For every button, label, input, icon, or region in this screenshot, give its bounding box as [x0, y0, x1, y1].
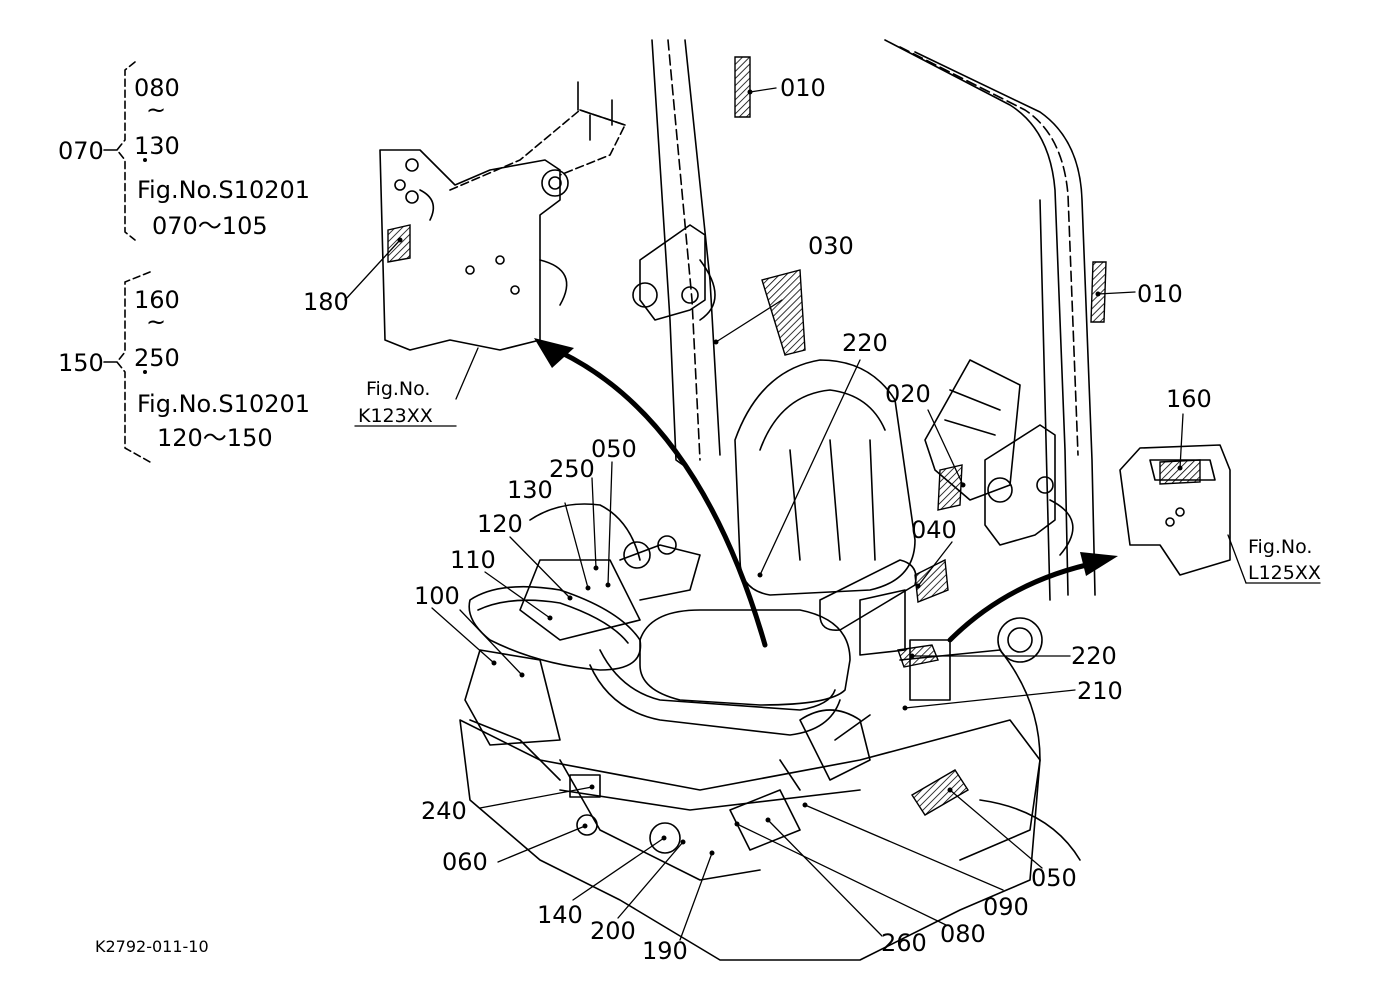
- callout-080: 080: [940, 920, 986, 948]
- callout-190: 190: [642, 937, 688, 965]
- callout-240: 240: [421, 797, 467, 825]
- callout-010-top: 010: [780, 74, 826, 102]
- group-070-tilde: ~: [146, 96, 167, 124]
- callout-130: 130: [507, 476, 553, 504]
- group-150-number: 150: [58, 349, 104, 377]
- group-070-bracket: [103, 61, 136, 241]
- drawing-code: K2792-011-10: [95, 937, 209, 956]
- decal-010-top: [734, 56, 751, 118]
- fig-ref-l125-line2: L125XX: [1248, 562, 1321, 584]
- callout-010-right: 010: [1137, 280, 1183, 308]
- group-070-number: 070: [58, 137, 104, 165]
- decal-shapes: [387, 56, 1201, 816]
- decal-180: [387, 224, 411, 263]
- decal-020: [937, 464, 963, 511]
- callout-060: 060: [442, 848, 488, 876]
- right-fender: [799, 617, 1043, 861]
- callout-110: 110: [450, 546, 496, 574]
- arrow-to-k123: [557, 349, 768, 648]
- callout-260: 260: [881, 929, 927, 957]
- group-070-ref-fig: Fig.No.S10201: [137, 176, 311, 204]
- arrowhead-l125: [1080, 552, 1118, 576]
- callout-090: 090: [983, 893, 1029, 921]
- group-150-ref-fig: Fig.No.S10201: [137, 390, 311, 418]
- group-150-from: 160: [134, 286, 180, 314]
- fig-ref-l125-line1: Fig.No.: [1248, 536, 1313, 558]
- group-150-ref-range: 120～150: [157, 424, 273, 452]
- callout-050-right: 050: [1031, 864, 1077, 892]
- callout-180: 180: [303, 288, 349, 316]
- fender-bracket-assembly: [379, 81, 626, 351]
- callout-210: 210: [1077, 677, 1123, 705]
- callout-120: 120: [477, 510, 523, 538]
- fig-ref-k123-line2: K123XX: [358, 405, 433, 427]
- group-150-to: 250: [134, 344, 180, 372]
- seat-bracket: [924, 359, 1021, 501]
- callout-100: 100: [414, 582, 460, 610]
- callout-220-top: 220: [842, 329, 888, 357]
- decal-050-right: [911, 769, 969, 816]
- rops-frame: [632, 39, 1096, 601]
- callout-140: 140: [537, 901, 583, 929]
- group-150-bracket: [103, 271, 151, 463]
- callout-030: 030: [808, 232, 854, 260]
- callout-160: 160: [1166, 385, 1212, 413]
- group-150-tilde: ~: [146, 308, 167, 336]
- callout-250: 250: [549, 455, 595, 483]
- platform: [459, 719, 1081, 961]
- callout-040: 040: [911, 516, 957, 544]
- leader-dots: [143, 89, 1183, 856]
- decal-040: [914, 558, 949, 603]
- decal-030: [761, 269, 806, 356]
- group-070-from: 080: [134, 74, 180, 102]
- steering-area: [464, 503, 701, 781]
- lower-components: [569, 714, 871, 854]
- callout-200: 200: [590, 917, 636, 945]
- seat: [589, 359, 917, 736]
- callout-020: 020: [885, 380, 931, 408]
- callout-050-top: 050: [591, 435, 637, 463]
- fig-ref-k123-line1: Fig.No.: [366, 378, 431, 400]
- decal-160: [1159, 459, 1201, 485]
- arrow-to-l125: [947, 559, 1103, 643]
- decal-220-right: [897, 644, 939, 668]
- callout-220-right: 220: [1071, 642, 1117, 670]
- arrowhead-k123: [534, 338, 574, 368]
- group-070-ref-range: 070～105: [152, 212, 268, 240]
- group-070-to: 130: [134, 132, 180, 160]
